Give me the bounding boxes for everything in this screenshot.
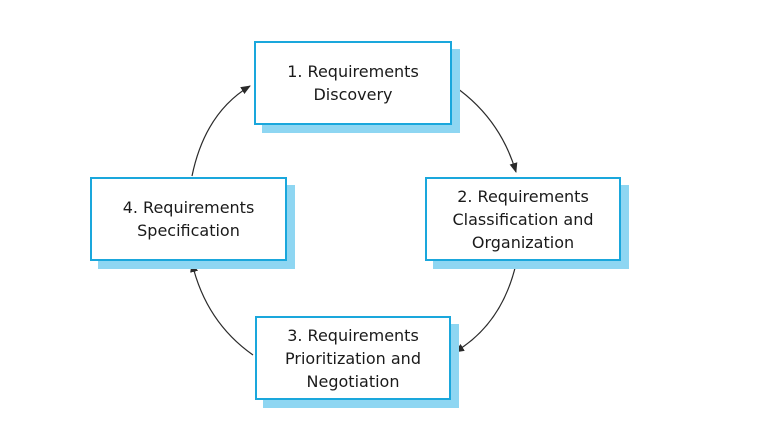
step-3-requirements-prioritization: 3. Requirements Prioritization and Negot… (255, 316, 451, 400)
step-4-requirements-specification: 4. Requirements Specification (90, 177, 287, 261)
step-3-line-3: Negotiation (306, 371, 400, 391)
arrow-2-to-3 (454, 263, 517, 353)
arrow-3-to-4 (190, 262, 254, 356)
step-4-line-1: 4. Requirements (122, 198, 255, 217)
step-1-line-2: Discovery (313, 85, 393, 104)
step-4-line-2: Specification (137, 221, 240, 240)
step-3-line-2: Prioritization and (285, 348, 421, 368)
step-2-line-3: Organization (471, 232, 575, 252)
step-1-requirements-discovery: 1. Requirements Discovery (254, 41, 452, 125)
arrow-4-to-1 (191, 85, 251, 177)
step-2-line-2: Classification and (452, 209, 594, 229)
step-2-requirements-classification: 2. Requirements Classification and Organ… (425, 177, 621, 261)
step-2-line-1: 2. Requirements (457, 186, 589, 206)
step-1-line-1: 1. Requirements (287, 62, 419, 81)
step-3-line-1: 3. Requirements (287, 325, 419, 345)
arrow-1-to-2 (453, 85, 518, 173)
